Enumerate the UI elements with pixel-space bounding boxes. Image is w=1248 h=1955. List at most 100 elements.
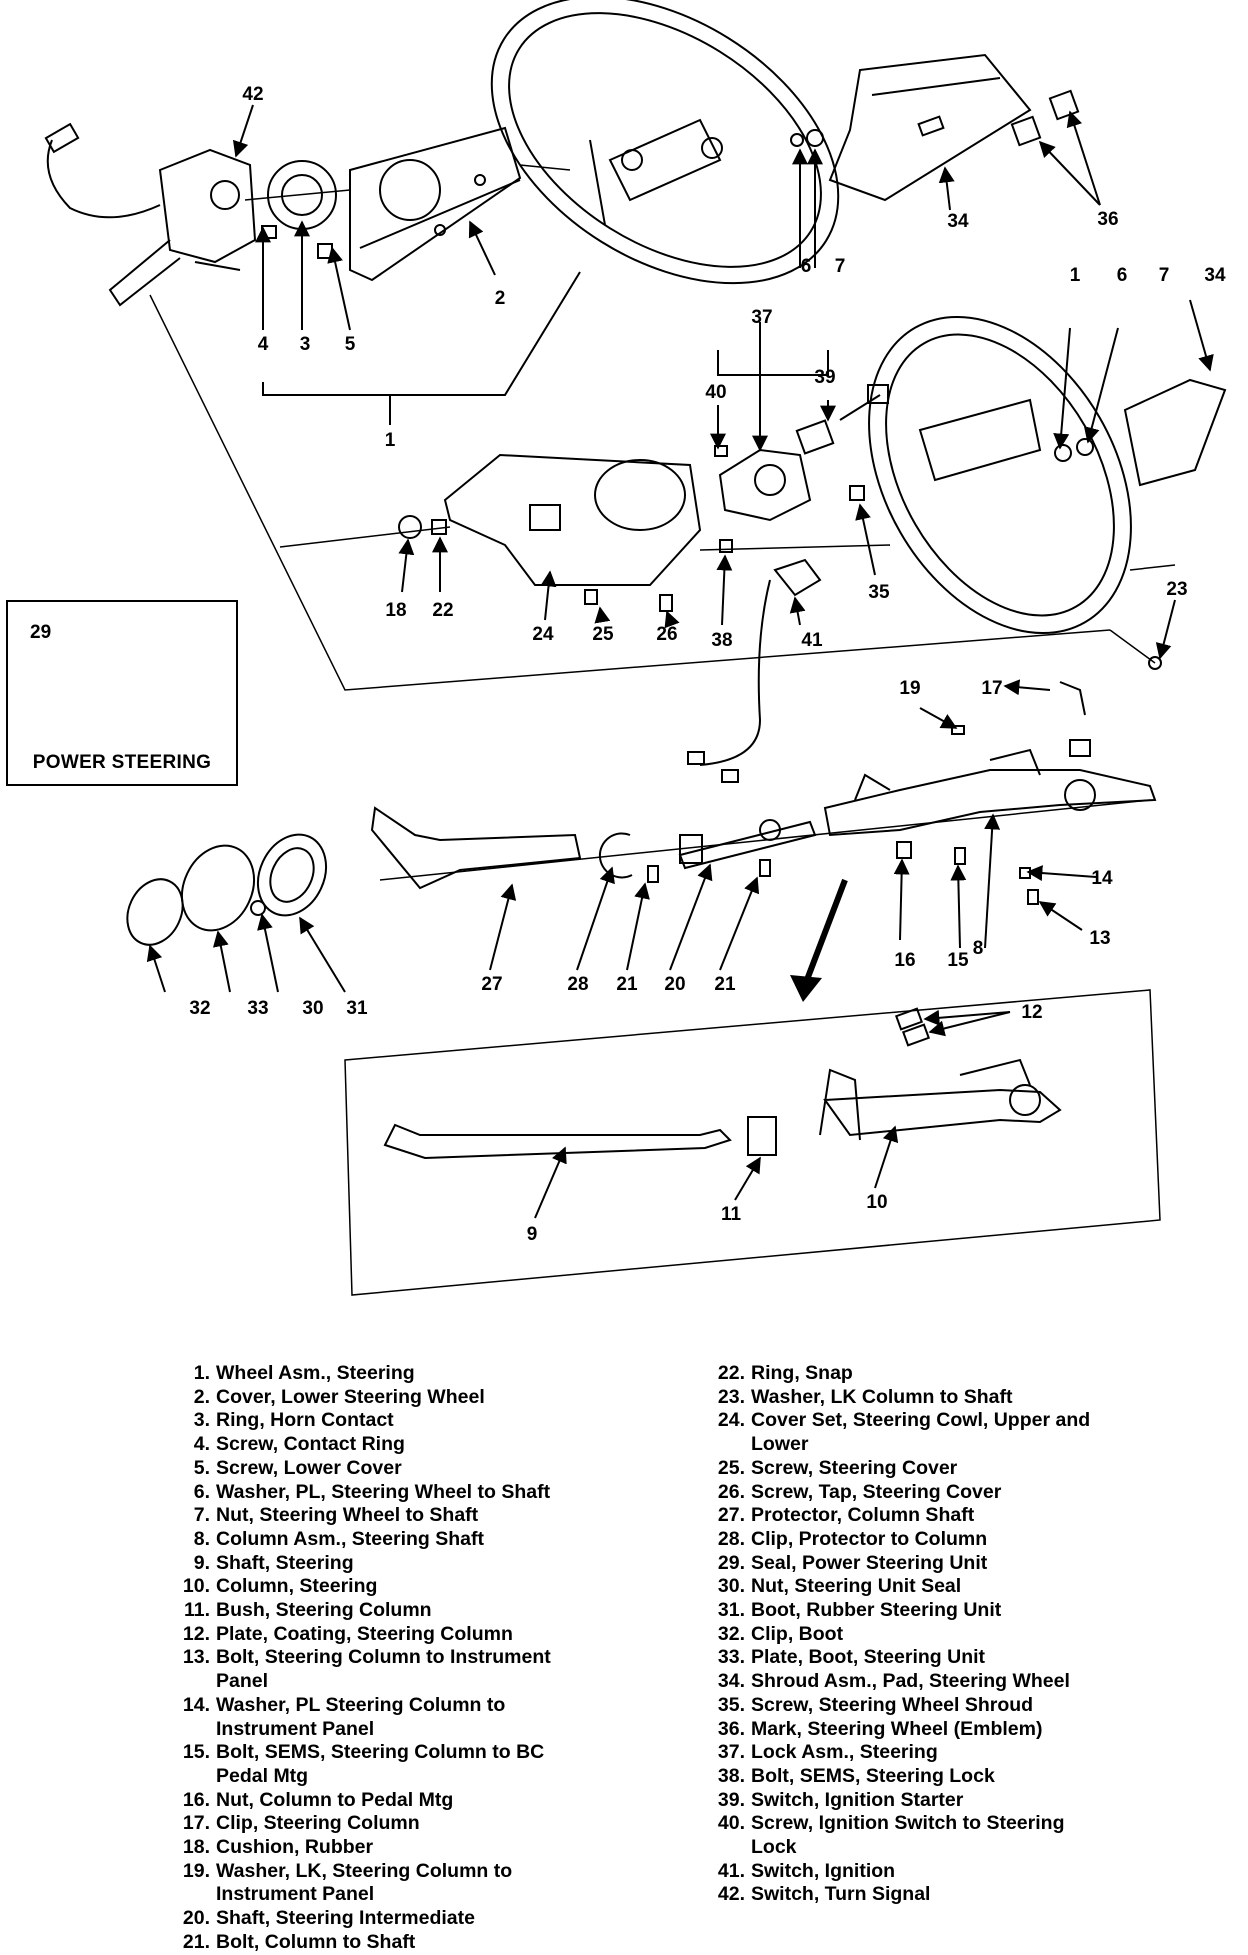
legend-item-text: Bolt, Steering Column to Instrument: [216, 1646, 551, 1669]
legend-item: Instrument Panel: [180, 1718, 640, 1742]
legend-item-number: 12.: [182, 1622, 210, 1645]
legend-item: 34.Shroud Asm., Pad, Steering Wheel: [715, 1670, 1175, 1694]
legend-item-number: 4.: [193, 1433, 210, 1456]
callout-20: 20: [664, 974, 685, 995]
callout-6: 6: [1117, 265, 1128, 286]
legend-item: 29.Seal, Power Steering Unit: [715, 1552, 1175, 1576]
legend-item: 9.Shaft, Steering: [180, 1552, 640, 1576]
legend-item-text: Clip, Steering Column: [216, 1812, 420, 1835]
legend-item: 41.Switch, Ignition: [715, 1860, 1175, 1884]
legend-item: 39.Switch, Ignition Starter: [715, 1789, 1175, 1813]
legend-item-number: 35.: [717, 1693, 745, 1716]
callout-12: 12: [1021, 1002, 1042, 1023]
legend-item-text: Washer, PL, Steering Wheel to Shaft: [216, 1480, 551, 1503]
legend-item: 13.Bolt, Steering Column to Instrument: [180, 1646, 640, 1670]
legend-item-text: Nut, Steering Wheel to Shaft: [216, 1504, 479, 1527]
legend-item: 27.Protector, Column Shaft: [715, 1504, 1175, 1528]
callout-26: 26: [656, 624, 677, 645]
legend-item-text: Bolt, SEMS, Steering Lock: [751, 1764, 995, 1787]
legend-item-text: Screw, Lower Cover: [216, 1456, 402, 1479]
callout-7: 7: [1159, 265, 1170, 286]
callout-3: 3: [300, 334, 311, 355]
callout-34: 34: [947, 211, 969, 232]
horn-contact-ring-part: [261, 160, 337, 259]
legend-item: 14.Washer, PL Steering Column to: [180, 1694, 640, 1718]
legend-item-number: 32.: [717, 1622, 745, 1645]
callout-9: 9: [527, 1224, 538, 1245]
callout-40: 40: [705, 382, 726, 403]
exploded-view-diagram: 42 4 3 5 2 1 6 7 34 36 1 6 7 34 37 40 39…: [44, 0, 1227, 1296]
legend-item-number: [180, 1765, 210, 1789]
legend-item-number: 24.: [717, 1409, 745, 1432]
legend-item-text: Clip, Protector to Column: [751, 1527, 988, 1550]
legend-item-number: [180, 1718, 210, 1742]
callout-21: 21: [616, 974, 638, 995]
callout-33: 33: [247, 998, 268, 1019]
steering-cowl-cover-part: [443, 453, 702, 586]
legend-item: 5.Screw, Lower Cover: [180, 1457, 640, 1481]
steering-wheel-lower-part: [868, 315, 1132, 635]
callout-6: 6: [801, 256, 812, 277]
callout-21: 21: [714, 974, 736, 995]
legend-item-number: 41.: [717, 1859, 745, 1882]
callout-35: 35: [868, 582, 890, 603]
steering-column-assembly-part: [823, 769, 1157, 837]
callout-30: 30: [302, 998, 323, 1019]
legend-item: 4.Screw, Contact Ring: [180, 1433, 640, 1457]
legend-item: 40. Screw, Ignition Switch to Steering: [715, 1812, 1175, 1836]
callout-27: 27: [481, 974, 502, 995]
legend-item: 36.Mark, Steering Wheel (Emblem): [715, 1718, 1175, 1742]
legend-item: 21.Bolt, Column to Shaft: [180, 1931, 640, 1955]
legend-item-number: [180, 1670, 210, 1694]
legend-item: 32.Clip, Boot: [715, 1623, 1175, 1647]
legend-item-text: Cover Set, Steering Cowl, Upper and: [751, 1409, 1091, 1432]
callout-17: 17: [981, 678, 1002, 699]
callout-38: 38: [711, 630, 732, 651]
steering-lock-assembly-part: [714, 384, 889, 553]
callout-8: 8: [973, 938, 984, 959]
legend-item: 16.Nut, Column to Pedal Mtg: [180, 1789, 640, 1813]
callout-19: 19: [899, 678, 920, 699]
legend-item-number: 16.: [182, 1788, 210, 1811]
legend-item-text: Column Asm., Steering Shaft: [216, 1527, 484, 1550]
callout-23: 23: [1166, 579, 1187, 600]
legend-item-text: Washer, LK Column to Shaft: [751, 1385, 1013, 1408]
legend-item: 35. Screw, Steering Wheel Shroud: [715, 1694, 1175, 1718]
legend-item-number: 22.: [717, 1362, 745, 1384]
legend-item-number: 14.: [182, 1693, 210, 1716]
callout-2: 2: [495, 288, 506, 309]
legend-item: 11. Bush, Steering Column: [180, 1599, 640, 1623]
legend-item-text: Plate, Boot, Steering Unit: [751, 1646, 986, 1669]
legend-item-text: Seal, Power Steering Unit: [751, 1551, 988, 1574]
legend-item-text: Screw, Steering Wheel Shroud: [751, 1693, 1034, 1716]
legend-item-text: Boot, Rubber Steering Unit: [751, 1599, 1002, 1622]
steering-wheel-upper-part: [490, 0, 840, 285]
legend-item-text: Cover, Lower Steering Wheel: [216, 1385, 485, 1408]
legend-item-number: 7.: [193, 1504, 210, 1527]
legend-item: Pedal Mtg: [180, 1765, 640, 1789]
legend-item-number: 15.: [182, 1741, 210, 1764]
legend-item-text: Ring, Snap: [751, 1362, 853, 1384]
legend-item-text: Screw, Ignition Switch to Steering: [751, 1812, 1065, 1835]
legend-item-number: 40.: [717, 1812, 745, 1835]
legend-item-number: [715, 1836, 745, 1860]
legend-item-text: Plate, Coating, Steering Column: [216, 1622, 513, 1645]
legend-item-text: Bolt, SEMS, Steering Column to BC: [216, 1741, 545, 1764]
legend-item-number: 3.: [193, 1409, 210, 1432]
legend-item-text: Nut, Steering Unit Seal: [751, 1575, 962, 1598]
legend-item-number: 6.: [193, 1480, 210, 1503]
legend-item: 30.Nut, Steering Unit Seal: [715, 1575, 1175, 1599]
legend-item-text: Bush, Steering Column: [216, 1599, 432, 1622]
legend-item: 8.Column Asm., Steering Shaft: [180, 1528, 640, 1552]
legend-item-number: 26.: [717, 1480, 745, 1503]
legend-item-text: Shaft, Steering: [216, 1551, 354, 1574]
legend-item: Panel: [180, 1670, 640, 1694]
legend-item-text: Instrument Panel: [216, 1883, 375, 1906]
legend-item: 24. Cover Set, Steering Cowl, Upper and: [715, 1409, 1175, 1433]
legend-item-number: 11.: [183, 1599, 210, 1622]
callout-29: 29: [30, 622, 52, 643]
callout-31: 31: [346, 998, 368, 1019]
legend-item-text: Cushion, Rubber: [216, 1836, 374, 1859]
